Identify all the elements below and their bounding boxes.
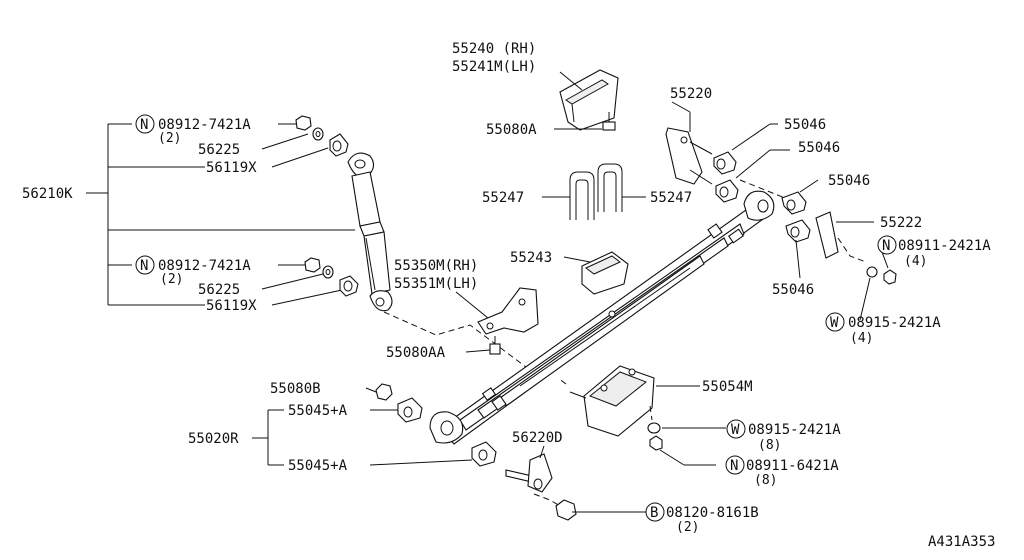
shock-top-hardware xyxy=(295,115,349,157)
qty-08911-2421A: (4) xyxy=(904,254,927,269)
shackle-plate-55222 xyxy=(815,211,897,321)
label-08911-2421A: 08911-2421A xyxy=(898,238,991,254)
spacer-55243 xyxy=(563,251,629,295)
label-08915-2421A-seat: 08915-2421A xyxy=(748,422,841,438)
label-55222: 55222 xyxy=(880,215,922,231)
u-bolts-55247 xyxy=(542,163,646,220)
label-55351M: 55351M(LH) xyxy=(394,276,478,292)
washer-symbol-seat: W xyxy=(731,422,740,438)
label-08911-6421A: 08911-6421A xyxy=(746,458,839,474)
label-55247-left: 55247 xyxy=(482,190,524,206)
label-55243: 55243 xyxy=(510,250,552,266)
label-55045-a: 55045+A xyxy=(288,403,348,419)
label-56210K: 56210K xyxy=(22,186,73,202)
label-55240: 55240 (RH) xyxy=(452,41,536,57)
nut-symbol-seat: N xyxy=(730,458,738,474)
qty-08912-7421A-top: (2) xyxy=(158,131,181,146)
bolt-symbol: B xyxy=(650,505,658,521)
label-08912-7421A-bot: 08912-7421A xyxy=(158,258,251,274)
qty-08915-2421A: (4) xyxy=(850,331,873,346)
bolt-55080A xyxy=(554,112,616,131)
shock-absorber xyxy=(347,152,393,312)
front-eye-hardware xyxy=(267,383,497,467)
label-56119X-top: 56119X xyxy=(206,160,257,176)
label-55046-d: 55046 xyxy=(772,282,814,298)
label-55247-right: 55247 xyxy=(650,190,692,206)
hanger-bracket-55240 xyxy=(559,69,619,131)
spring-seat-55054M xyxy=(557,365,726,466)
label-55045-b: 55045+A xyxy=(288,458,348,474)
nut-symbol-right: N xyxy=(882,238,890,254)
bushings-55046-right xyxy=(781,179,819,279)
nut-symbol-bot: N xyxy=(140,258,148,274)
symbol-circles xyxy=(135,114,897,522)
shock-bottom-hardware xyxy=(304,257,359,297)
label-55080A: 55080A xyxy=(486,122,537,138)
nut-symbol-top: N xyxy=(140,117,148,133)
shackle-55220 xyxy=(665,101,713,185)
qty-08911-6421A: (8) xyxy=(754,473,777,488)
label-55020R: 55020R xyxy=(188,431,239,447)
label-55046-a: 55046 xyxy=(784,117,826,133)
label-55054M: 55054M xyxy=(702,379,753,395)
label-56225-top: 56225 xyxy=(198,142,240,158)
label-56119X-bot: 56119X xyxy=(206,298,257,314)
bracket-55350M xyxy=(455,287,539,335)
label-55046-b: 55046 xyxy=(798,140,840,156)
label-08120-8161B: 08120-8161B xyxy=(666,505,759,521)
label-55046-c: 55046 xyxy=(828,173,870,189)
label-55080B: 55080B xyxy=(270,381,321,397)
washer-symbol-right: W xyxy=(830,315,839,331)
label-55080AA: 55080AA xyxy=(386,345,446,361)
shock-to-spring-dash xyxy=(383,311,531,371)
label-55350M: 55350M(RH) xyxy=(394,258,478,274)
label-08912-7421A-top: 08912-7421A xyxy=(158,117,251,133)
bushings-55046-top xyxy=(713,123,790,203)
shock-bracket-lines xyxy=(86,123,355,306)
label-56225-bot: 56225 xyxy=(198,282,240,298)
qty-08120-8161B: (2) xyxy=(676,520,699,535)
pin-56220D xyxy=(505,445,648,521)
label-08915-2421A: 08915-2421A xyxy=(848,315,941,331)
diagram-id: A431A353 xyxy=(928,534,995,550)
label-55220: 55220 xyxy=(670,86,712,102)
bolt-55080AA xyxy=(465,336,501,355)
qty-08915-2421A-seat: (8) xyxy=(758,438,781,453)
qty-08912-7421A-bot: (2) xyxy=(160,272,183,287)
label-56220D: 56220D xyxy=(512,430,563,446)
leaf-spring-55020R xyxy=(252,190,775,445)
label-55241M: 55241M(LH) xyxy=(452,59,536,75)
